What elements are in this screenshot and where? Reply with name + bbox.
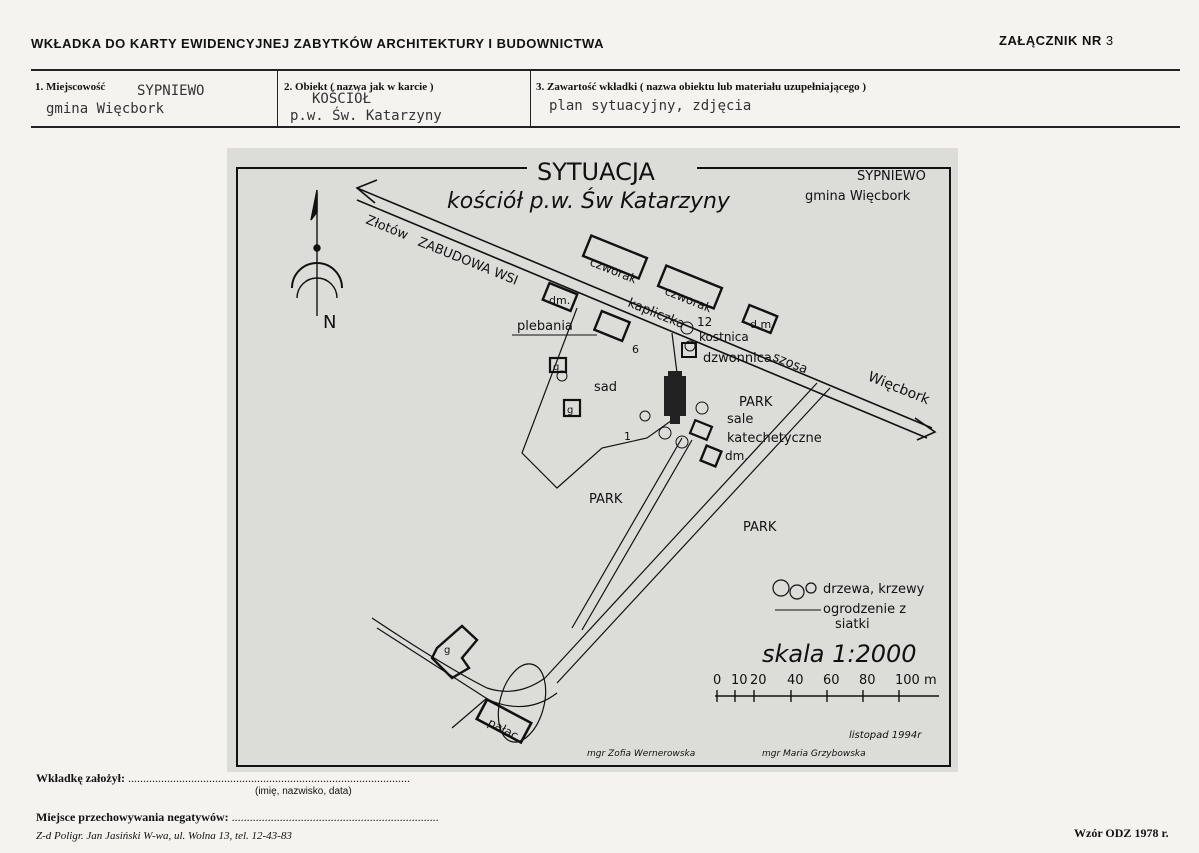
author-1: mgr Zofia Wernerowska [587,749,695,759]
scale-tick-label: 100 m [895,673,937,688]
scale-tick-label: 60 [823,673,840,688]
column-divider [530,70,531,127]
drawing-date: listopad 1994r [849,730,922,741]
form-model: Wzór ODZ 1978 r. [1074,826,1169,840]
label-dm: dm. [725,449,748,463]
legend-fence-cont: siatki [835,617,870,632]
created-by-label: Wkładkę założył: .......................… [36,771,410,785]
label-dzwonnica: dzwonnica [703,351,772,366]
tree-icon [772,579,790,597]
content-value: plan sytuacyjny, zdjęcia [549,98,752,114]
czworak-building [581,234,649,280]
negatives-storage-label: Miejsce przechowywania negatywów: ......… [36,810,439,824]
north-label: N [323,312,336,333]
label-kostnica: kostnica [699,330,749,344]
object-value: KOŚCIÓŁ [312,91,372,107]
legend-trees: drzewa, krzewy [823,582,925,597]
farm-building [430,624,479,680]
church-building [664,371,686,424]
label-park: PARK [739,395,773,410]
commune-value: gmina Więcbork [46,101,165,117]
label-plebania: plebania [517,319,573,334]
created-by-hint: (imię, nazwisko, data) [255,786,352,797]
bottom-rule [31,126,1180,128]
house-building [699,444,723,468]
map-title: SYTUACJA [537,158,656,186]
label-zlotow: Złotów [364,213,411,244]
object-label: 2. Obiekt ( nazwa jak w karcie ) [284,81,434,93]
label-dm: d.m. [750,318,775,331]
scale-tick-label: 40 [787,673,804,688]
content-label: 3. Zawartość wkładki ( nazwa obiektu lub… [536,81,867,93]
form-title: WKŁADKA DO KARTY EWIDENCYJNEJ ZABYTKÓW A… [31,36,604,51]
label-sad: sad [594,380,617,395]
legend: drzewa, krzewy ogrodzenie z siatki [772,579,925,632]
label-g: g [444,645,450,656]
locality-value: SYPNIEWO [137,83,205,99]
map-place: SYPNIEWO [857,169,926,184]
column-divider [277,70,278,127]
top-rule [31,69,1180,71]
czworak-building [656,264,724,310]
outbuilding [562,398,582,418]
label-szosa: szosa [771,350,810,378]
label-katechetyczne: katechetyczne [727,431,822,446]
map-commune: gmina Więcbork [805,189,911,204]
label-g: g [553,362,559,373]
annex-number: 3 [1105,33,1114,48]
label-6: 6 [632,343,639,356]
house-building [741,303,779,335]
main-road [356,187,933,429]
catechesis-building [688,418,714,442]
label-g: g [567,405,573,416]
annex-label: ZAŁĄCZNIK NR 3 [999,33,1114,48]
printer-info: Z-d Poligr. Jan Jasiński W-wa, ul. Wolna… [36,830,292,842]
presbytery-building [592,309,632,343]
label-czworak: czworak [588,255,639,286]
locality-label: 1. Miejscowość [35,81,106,93]
label-dm: dm. [549,294,570,307]
scale-label: skala 1:2000 [762,640,917,668]
scale-tick-label: 0 [713,673,721,688]
label-czworak: czworak [663,284,714,315]
label-park: PARK [589,492,623,507]
outbuilding [548,356,568,374]
site-plan-drawing: SYTUACJA kościół p.w. Św Katarzyny SYPNI… [236,158,951,767]
label-1: 1 [624,430,631,443]
map-subtitle: kościół p.w. Św Katarzyny [447,188,731,214]
label-park: PARK [743,520,777,535]
belfry-building [681,342,697,358]
scale-tick-label: 80 [859,673,876,688]
legend-fence: ogrodzenie z [823,602,906,617]
label-palac: pałac [486,715,521,743]
author-2: mgr Maria Grzybowska [762,749,866,759]
house-building [541,281,579,313]
label-12: 12 [697,315,712,329]
object-dedication: p.w. Św. Katarzyny [290,108,442,124]
scale-tick-label: 10 [731,673,748,688]
site-plan-photo: SYTUACJA kościół p.w. Św Katarzyny SYPNI… [227,148,958,772]
label-sale: sale [727,412,753,427]
palace-building [475,697,533,745]
north-arrow-icon [291,189,343,316]
scale-tick-label: 20 [750,673,767,688]
label-wiecbork: Więcbork [866,369,933,409]
